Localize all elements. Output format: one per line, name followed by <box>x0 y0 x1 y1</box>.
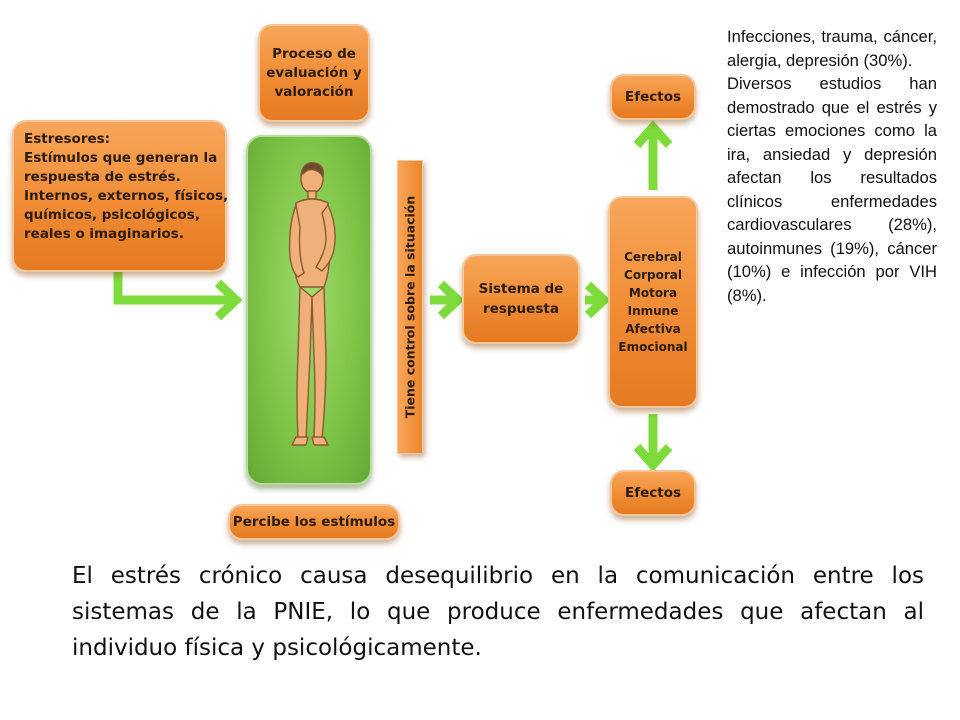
perceive-stimuli-label: Percibe los estímulos <box>232 514 396 530</box>
stressors-line: químicos, psicológicos, <box>24 207 200 223</box>
control-bar-label: Tiene control sobre la situación <box>402 195 418 419</box>
stressors-box: Estresores: Estímulos que generan la res… <box>12 120 228 272</box>
footer-paragraph: El estrés crónico causa desequilibrio en… <box>72 563 924 661</box>
stressors-line: Estresores: <box>24 131 111 147</box>
human-figure-icon <box>288 162 336 446</box>
response-type-item: Afectiva <box>625 322 681 336</box>
evaluation-line: valoración <box>274 83 354 100</box>
arrow-response-to-effects-bottom-head <box>633 444 673 472</box>
response-type-item: Inmune <box>627 304 679 318</box>
response-system-line: Sistema de <box>478 281 564 297</box>
stressors-line: reales o imaginarios. <box>24 226 184 242</box>
response-type-item: Motora <box>628 286 678 300</box>
stressors-text: Estresores: Estímulos que generan la res… <box>24 130 228 244</box>
control-bar: Tiene control sobre la situación <box>397 160 423 454</box>
evaluation-process-box: Proceso de evaluación y valoración <box>258 24 370 122</box>
effects-bottom-label: Efectos <box>624 485 682 501</box>
response-system-box: Sistema de respuesta <box>462 254 580 344</box>
response-type-item: Cerebral <box>624 250 682 264</box>
side-text-paragraph-1: Infecciones, trauma, cáncer, alergia, de… <box>727 27 937 70</box>
stressors-line: respuesta de estrés. <box>24 169 181 185</box>
effects-bottom-box: Efectos <box>610 470 696 516</box>
effects-top-box: Efectos <box>610 74 696 120</box>
arrow-stressors-to-body-head <box>214 279 243 321</box>
stressors-line: Internos, externos, físicos, <box>24 188 229 204</box>
arrow-control-to-system-head <box>437 280 465 320</box>
stressors-line: Estímulos que generan la <box>24 150 218 166</box>
effects-top-label: Efectos <box>624 89 682 105</box>
arrow-response-to-effects-top-head <box>633 120 673 148</box>
arrow-stressors-to-body <box>113 272 232 305</box>
response-types-box: Cerebral Corporal Motora Inmune Afectiva… <box>608 196 698 408</box>
response-type-item: Corporal <box>624 268 682 282</box>
arrow-system-to-response-head <box>584 281 611 319</box>
side-text-paragraph-2: Diversos estudios han demostrado que el … <box>727 74 937 305</box>
body-panel <box>246 135 372 485</box>
side-text: Infecciones, trauma, cáncer, alergia, de… <box>727 25 937 307</box>
response-type-item: Emocional <box>618 340 688 354</box>
perceive-stimuli-box: Percibe los estímulos <box>228 504 400 540</box>
evaluation-line: evaluación y <box>266 64 362 81</box>
evaluation-line: Proceso de <box>272 45 356 62</box>
response-system-line: respuesta <box>483 301 559 317</box>
